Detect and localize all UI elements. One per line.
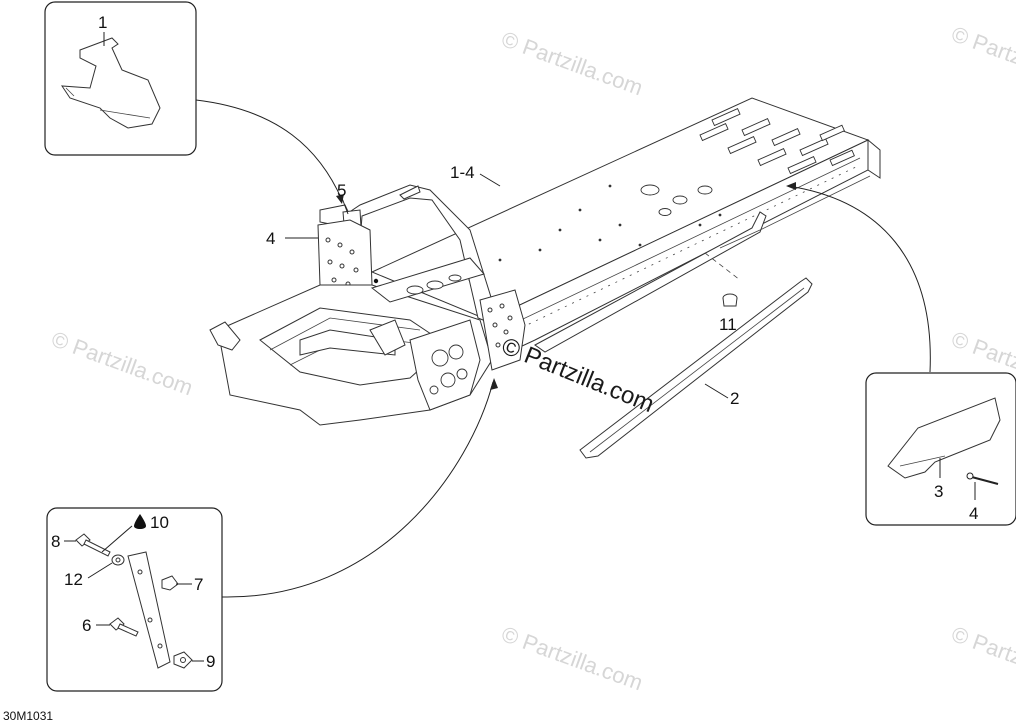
callout-1: 1	[98, 13, 107, 32]
tunnel-slots	[699, 108, 855, 175]
connector-inset-3-4	[787, 185, 931, 373]
callout-5: 5	[337, 181, 346, 200]
watermark-top-middle: © Partzilla.com	[498, 26, 646, 100]
callout-4-main: 4	[266, 229, 275, 248]
inset-parts-3-4: 3 4	[865, 372, 1016, 526]
main-callouts: 1-4 5 4 11 2	[266, 163, 739, 408]
callout-8: 8	[51, 532, 60, 551]
callout-4-inset: 4	[969, 504, 978, 523]
connector-inset-1	[195, 99, 343, 201]
column-plate-holes	[487, 303, 513, 348]
inset-hardware: 8 10 12 7 6 9	[46, 507, 223, 692]
callout-10: 10	[150, 513, 169, 532]
watermark-bottom-middle: © Partzilla.com	[498, 621, 646, 695]
watermark-center: © Partzilla.com	[498, 333, 658, 419]
callout-12: 12	[64, 570, 83, 589]
connector-inset-hardware	[221, 381, 494, 598]
callout-2: 2	[730, 389, 739, 408]
locator-dot	[373, 278, 379, 284]
droplet-icon	[134, 514, 146, 529]
callout-7: 7	[194, 575, 203, 594]
diagram-code: 30M1031	[3, 709, 53, 723]
callout-9: 9	[206, 652, 215, 671]
watermark-bottom-right: © Partzilla.com	[948, 621, 1016, 695]
leader-lines	[195, 99, 931, 598]
callout-1-4: 1-4	[450, 163, 475, 182]
callout-11: 11	[719, 315, 737, 334]
inset-part-1: 1	[44, 1, 197, 156]
runner-strip-part-2	[579, 277, 813, 459]
side-plate-holes	[325, 237, 359, 287]
frame-assembly	[209, 97, 881, 426]
callout-3: 3	[934, 482, 943, 501]
callout-6: 6	[82, 616, 91, 635]
watermark-top-right: © Partzilla.com	[948, 21, 1016, 95]
plug-part-11	[704, 252, 741, 307]
watermark-mid-left: © Partzilla.com	[48, 326, 196, 400]
